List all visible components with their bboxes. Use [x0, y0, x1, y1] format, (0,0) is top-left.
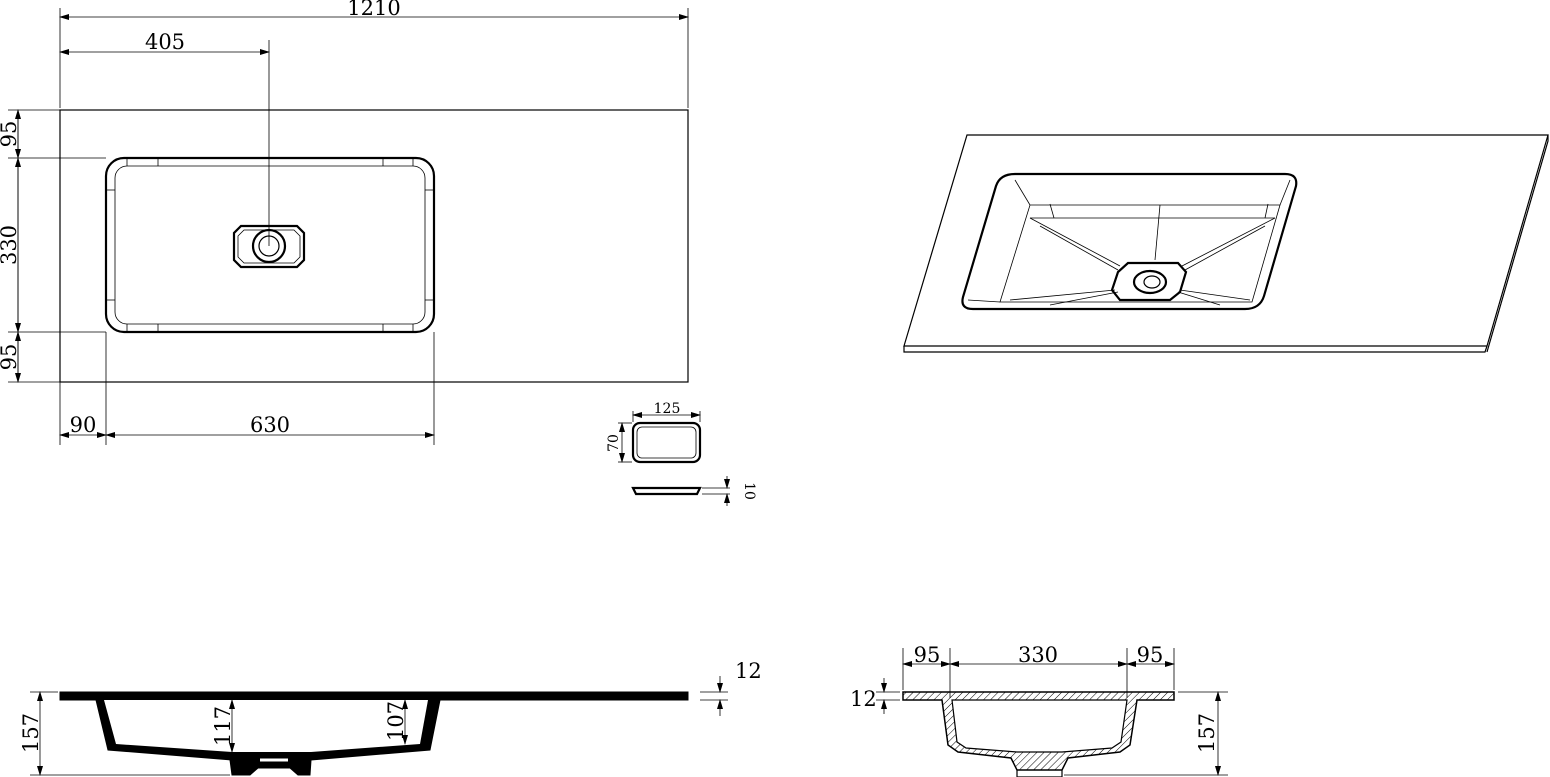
dim-70-label: 70 [606, 434, 622, 452]
cross-dim-95-right-label: 95 [1137, 643, 1164, 667]
cross-section-view: 95 330 95 12 157 [850, 643, 1228, 777]
dim-bottom-horizontal: 90 630 [59, 332, 435, 445]
basin-outer [104, 156, 436, 334]
dim-drain-offset: 405 [59, 30, 270, 246]
dim-90-label: 90 [70, 413, 97, 437]
long-dim-107-label: 107 [384, 701, 408, 741]
cross-dim-12-label: 12 [850, 687, 877, 711]
overflow-cover-detail: 125 70 10 [606, 401, 757, 506]
cross-dim-157-label: 157 [1195, 713, 1219, 753]
dim-10-label: 10 [741, 482, 757, 500]
iso-basin-rim [961, 172, 1298, 311]
cover-top-view [631, 421, 702, 464]
cover-side-view [631, 486, 702, 496]
cross-dim-95-left-label: 95 [914, 643, 941, 667]
iso-drain-icon [1110, 261, 1188, 302]
dim-125-label: 125 [654, 401, 681, 417]
dim-1210-label: 1210 [347, 0, 400, 20]
basin-inner [114, 165, 426, 325]
dim-630-label: 630 [250, 413, 290, 437]
dim-overall-width: 1210 [59, 0, 689, 108]
long-section-view: 157 117 107 12 [19, 659, 762, 776]
long-dim-12-label: 12 [735, 659, 762, 683]
dim-405-label: 405 [145, 30, 185, 54]
cross-dim-330-label: 330 [1018, 643, 1058, 667]
dim-95-top-label: 95 [0, 121, 21, 148]
dim-330-label: 330 [0, 225, 21, 265]
isometric-view [903, 134, 1549, 353]
iso-countertop-top [903, 134, 1549, 347]
plan-view: 1210 405 95 330 95 [0, 0, 689, 445]
long-dim-157-label: 157 [19, 713, 43, 753]
countertop-outline [59, 109, 689, 383]
dim-95-bottom-label: 95 [0, 344, 21, 371]
dim-left-vertical: 95 330 95 [0, 109, 106, 383]
iso-basin-slopes [1009, 217, 1276, 306]
long-dim-117-label: 117 [211, 706, 235, 746]
basin-corner-ticks [106, 158, 434, 332]
